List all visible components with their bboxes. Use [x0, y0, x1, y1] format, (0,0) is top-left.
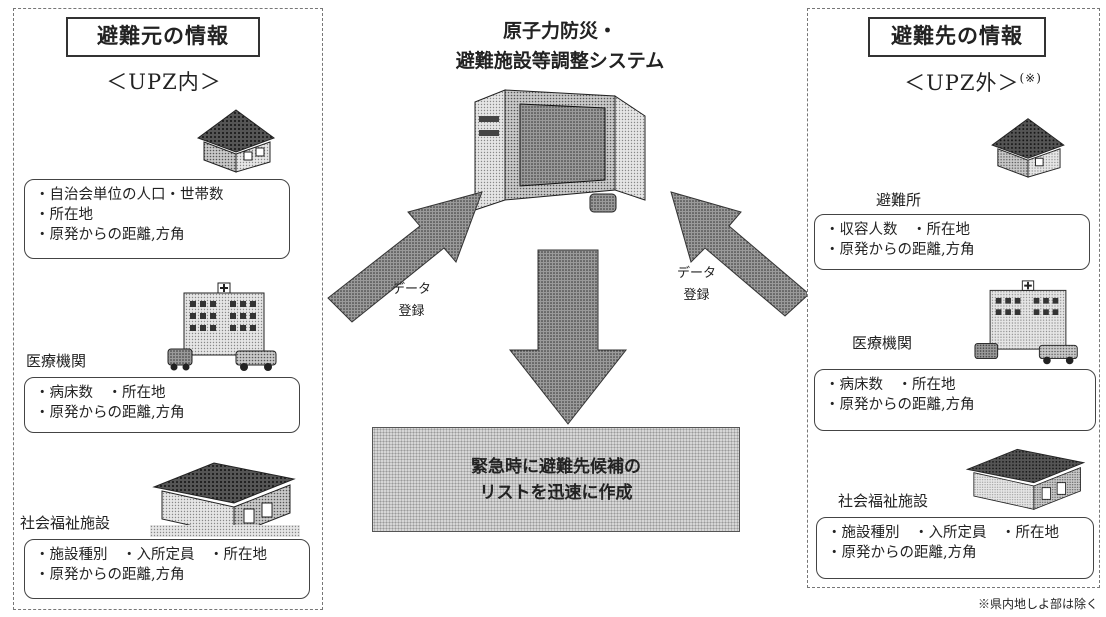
destination-panel-title: 避難先の情報 — [868, 17, 1046, 57]
house-icon — [196, 109, 276, 173]
system-title-line: 原子力防災・ — [502, 20, 617, 42]
subtitle-text: ＜UPZ外＞ — [904, 71, 1020, 95]
destination-medical-caption: 医療機関 — [852, 334, 913, 352]
destination-panel-subtitle: ＜UPZ外＞(※) — [863, 67, 1083, 97]
system-title: 原子力防災・ 避難施設等調整システム — [440, 16, 680, 76]
left-arrow-label: データ 登録 — [392, 279, 431, 323]
source-welfare-caption: 社会福祉施設 — [20, 514, 111, 532]
footnote: ※県内地しよ部は除く — [977, 597, 1098, 611]
source-panel-title: 避難元の情報 — [66, 17, 260, 57]
system-title-line: 避難施設等調整システム — [455, 50, 665, 72]
evacuation-destination-panel: 避難先の情報 ＜UPZ外＞(※) 避難所 ・収容人数 ・所在地 ・原発からの距離… — [807, 8, 1100, 588]
info-line: ・原発からの距離,方角 — [825, 242, 975, 258]
info-line: ・施設種別 ・入所定員 ・所在地 — [827, 525, 1059, 541]
destination-welfare-caption: 社会福祉施設 — [838, 492, 929, 510]
destination-shelter-info: ・収容人数 ・所在地 ・原発からの距離,方角 — [814, 214, 1090, 270]
welfare-facility-icon — [965, 448, 1086, 510]
hospital-building-icon — [974, 280, 1078, 365]
arrow-label-line: 登録 — [398, 304, 425, 319]
arrow-label-line: 登録 — [683, 288, 710, 303]
welfare-facility-icon — [150, 462, 300, 537]
house-icon — [991, 118, 1065, 178]
source-residents-info: ・自治会単位の人口・世帯数 ・所在地 ・原発からの距離,方角 — [24, 179, 290, 259]
result-line: 緊急時に避難先候補の — [471, 456, 641, 477]
result-line: リストを迅速に作成 — [479, 482, 633, 503]
down-arrow — [508, 249, 628, 425]
source-medical-caption: 医療機関 — [26, 352, 87, 370]
info-line: ・自治会単位の人口・世帯数 — [35, 187, 224, 203]
info-line: ・所在地 — [35, 207, 93, 223]
destination-shelter-caption: 避難所 — [876, 191, 922, 209]
info-line: ・原発からの距離,方角 — [35, 405, 185, 421]
info-line: ・原発からの距離,方角 — [35, 567, 185, 583]
info-line: ・収容人数 ・所在地 — [825, 222, 970, 238]
info-line: ・原発からの距離,方角 — [827, 545, 977, 561]
info-line: ・原発からの距離,方角 — [35, 227, 185, 243]
info-line: ・施設種別 ・入所定員 ・所在地 — [35, 547, 267, 563]
destination-welfare-info: ・施設種別 ・入所定員 ・所在地 ・原発からの距離,方角 — [816, 517, 1094, 579]
computer-icon — [474, 89, 646, 213]
source-welfare-info: ・施設種別 ・入所定員 ・所在地 ・原発からの距離,方角 — [24, 539, 310, 599]
info-line: ・病床数 ・所在地 — [825, 377, 956, 393]
result-box: 緊急時に避難先候補の リストを迅速に作成 — [372, 427, 740, 532]
info-line: ・原発からの距離,方角 — [825, 397, 975, 413]
arrow-label-line: データ — [392, 282, 432, 297]
subtitle-note: (※) — [1019, 71, 1042, 85]
left-data-arrow — [327, 191, 483, 323]
evacuation-source-panel: 避難元の情報 ＜UPZ内＞ ・自治会単位の人口・世帯数 ・所在地 ・原発からの距… — [13, 8, 323, 610]
right-arrow-label: データ 登録 — [677, 263, 716, 307]
right-data-arrow — [670, 191, 810, 317]
source-medical-info: ・病床数 ・所在地 ・原発からの距離,方角 — [24, 377, 300, 433]
hospital-building-icon — [167, 282, 277, 371]
info-line: ・病床数 ・所在地 — [35, 385, 166, 401]
arrow-label-line: データ — [677, 266, 717, 281]
destination-medical-info: ・病床数 ・所在地 ・原発からの距離,方角 — [814, 369, 1096, 431]
source-panel-subtitle: ＜UPZ内＞ — [106, 70, 222, 94]
